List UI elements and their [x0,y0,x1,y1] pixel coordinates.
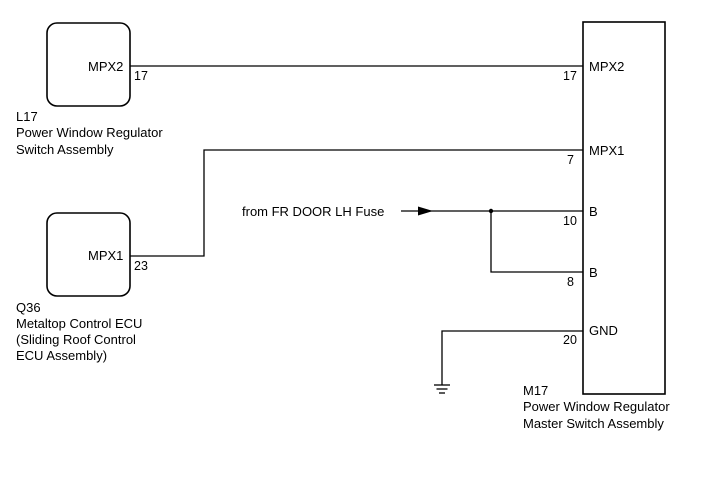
supply-arrow-icon [418,206,433,216]
wire-b-branch [490,211,583,273]
fuse-source-label: from FR DOOR LH Fuse [242,204,384,219]
q36-name-line1: Metaltop Control ECU [16,316,142,331]
m17-pin-name-mpx2: MPX2 [589,59,624,74]
wire-mpx1 [130,149,583,257]
m17-code: M17 [523,383,548,398]
q36-connector [46,212,131,297]
l17-pin-name: MPX2 [88,59,123,74]
l17-connector [46,22,131,107]
m17-pin-number-10: 10 [563,214,577,228]
m17-pin-number-20: 20 [563,333,577,347]
l17-name-line1: Power Window Regulator [16,125,163,140]
m17-name-line1: Power Window Regulator [523,399,670,414]
q36-pin-name: MPX1 [88,248,123,263]
m17-pin-name-mpx1: MPX1 [589,143,624,158]
m17-pin-name-b-10: B [589,204,598,219]
q36-name-line3: ECU Assembly) [16,348,107,363]
q36-pin-number: 23 [134,259,148,273]
l17-pin-number: 17 [134,69,148,83]
l17-code: L17 [16,109,38,124]
m17-pin-number-17: 17 [563,69,577,83]
m17-pin-name-b-8: B [589,265,598,280]
q36-name-line2: (Sliding Roof Control [16,332,136,347]
m17-connector [582,21,666,395]
ground-icon [434,384,450,394]
m17-pin-number-7: 7 [567,153,574,167]
m17-name-line2: Master Switch Assembly [523,416,664,431]
q36-code: Q36 [16,300,41,315]
l17-name-line2: Switch Assembly [16,142,114,157]
wire-gnd [441,330,583,385]
m17-pin-number-8: 8 [567,275,574,289]
m17-pin-name-gnd: GND [589,323,618,338]
